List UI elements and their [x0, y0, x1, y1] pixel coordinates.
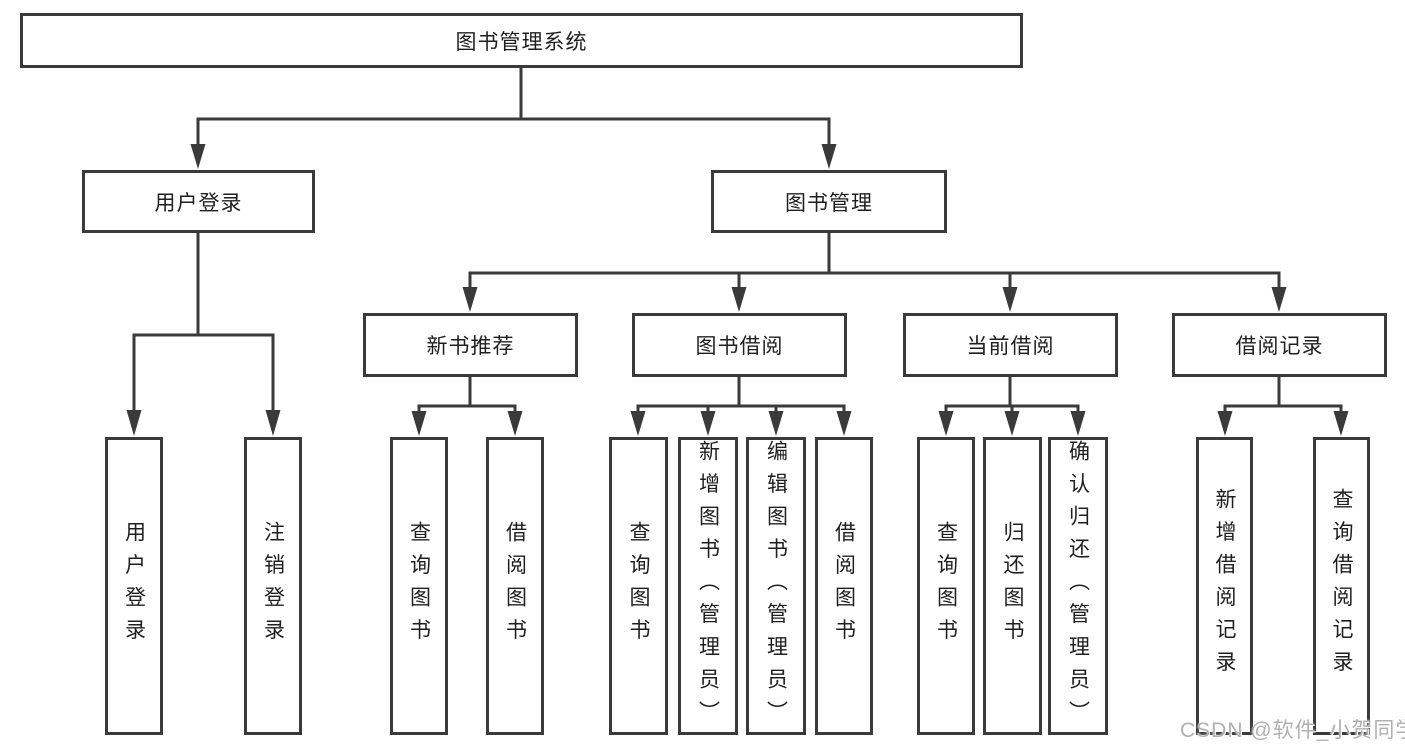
leaf-query-books-recommend: 查询图书 [390, 437, 448, 735]
node-root-system: 图书管理系统 [20, 13, 1023, 68]
leaf-return-books: 归还图书 [983, 437, 1042, 735]
leaf-borrow-books-recommend: 借阅图书 [486, 437, 544, 735]
arrow-down-icon [1070, 411, 1086, 436]
arrow-down-icon [507, 411, 523, 436]
connector-user-login-children [126, 233, 281, 436]
arrow-down-icon [1217, 411, 1233, 436]
node-book-management: 图书管理 [711, 170, 947, 233]
arrow-down-icon [938, 411, 954, 436]
connector-borrowing-records-children [1217, 377, 1349, 436]
node-book-borrowing: 图书借阅 [632, 313, 847, 377]
leaf-edit-books-admin: 编辑图书（管理员） [746, 437, 806, 735]
connector-root-to-level2 [190, 68, 837, 169]
arrow-down-icon [1333, 411, 1349, 436]
node-borrowing-records: 借阅记录 [1172, 313, 1387, 377]
arrow-down-icon [700, 411, 716, 436]
connector-book-borrowing-children [630, 377, 852, 436]
arrow-down-icon [821, 144, 837, 169]
node-user-login: 用户登录 [82, 170, 315, 233]
leaf-query-borrow-record: 查询借阅记录 [1313, 437, 1370, 735]
connector-current-borrowing-children [938, 377, 1086, 436]
connector-book-management-children [462, 233, 1287, 312]
arrow-down-icon [1271, 287, 1287, 312]
leaf-user-login: 用户登录 [105, 437, 163, 735]
arrow-down-icon [462, 287, 478, 312]
leaf-query-books-borrowing: 查询图书 [609, 437, 668, 735]
leaf-add-borrow-record: 新增借阅记录 [1196, 437, 1253, 735]
arrow-down-icon [630, 411, 646, 436]
connector-new-book-recommend-children [411, 377, 523, 436]
leaf-logout: 注销登录 [244, 437, 302, 735]
node-new-book-recommend: 新书推荐 [363, 313, 578, 377]
leaf-borrow-books: 借阅图书 [815, 437, 873, 735]
leaf-query-books-current: 查询图书 [917, 437, 975, 735]
arrow-down-icon [265, 410, 281, 436]
arrow-down-icon [836, 411, 852, 436]
arrow-down-icon [1004, 411, 1020, 436]
csdn-watermark: CSDN @软件_小贺同学 [1180, 719, 1405, 742]
arrow-down-icon [1002, 287, 1018, 312]
arrow-down-icon [126, 410, 142, 436]
arrow-down-icon [411, 411, 427, 436]
node-current-borrowing: 当前借阅 [903, 313, 1118, 377]
arrow-down-icon [190, 144, 206, 169]
arrow-down-icon [768, 411, 784, 436]
leaf-confirm-return-admin: 确认归还（管理员） [1048, 437, 1108, 735]
arrow-down-icon [731, 287, 747, 312]
leaf-add-books-admin: 新增图书（管理员） [678, 437, 738, 735]
